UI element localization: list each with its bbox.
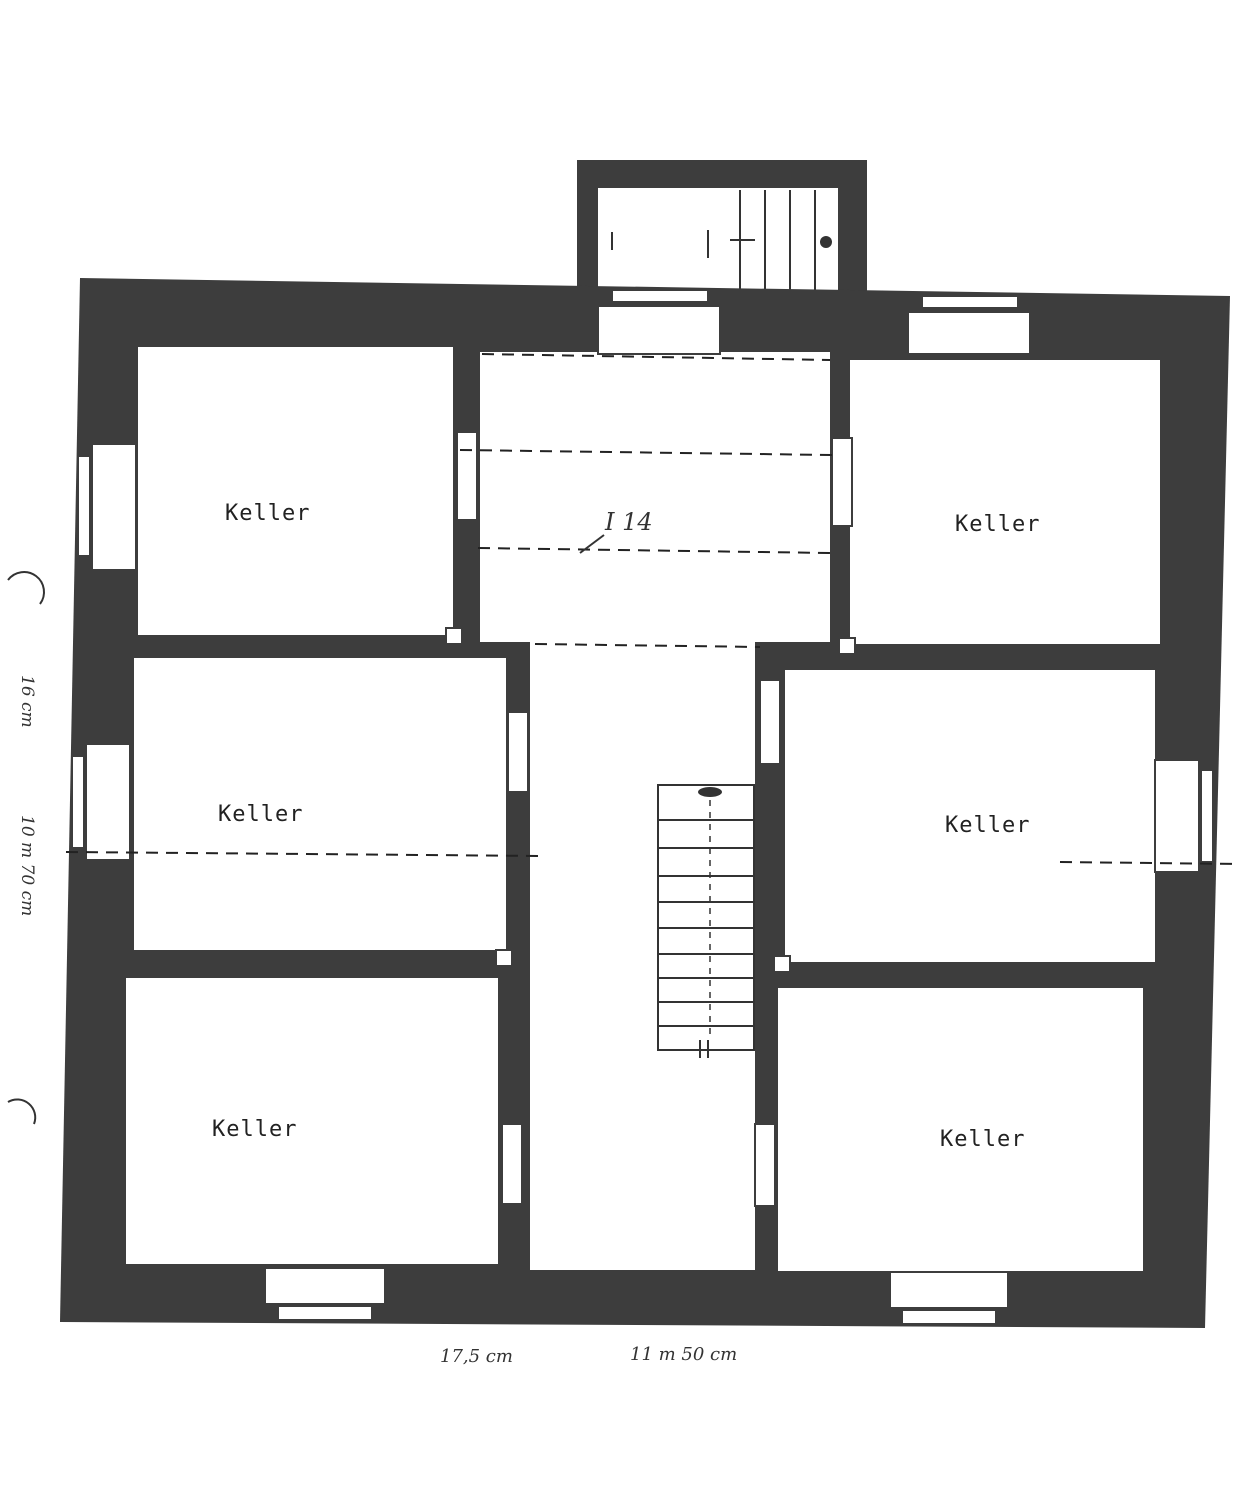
margin-mark-upper [7,571,45,605]
room-label-bottom-left: Keller [212,1117,297,1142]
room-top-right [850,360,1160,644]
room-top-left [138,347,453,635]
room-label-top-right: Keller [955,512,1040,537]
main-staircase [657,784,755,1058]
entrance-annex-interior [598,188,838,290]
annotation-left-upper: 16 cm [17,675,37,728]
room-label-middle-left: Keller [218,802,303,827]
annotation-bottom-left: 17,5 cm [440,1346,513,1367]
room-bottom-left [126,978,498,1264]
corridor-label: I 14 [604,508,653,536]
entrance-steps [611,190,832,290]
room-middle-left [134,658,506,950]
stair-hall [480,352,830,642]
room-label-bottom-right: Keller [940,1127,1025,1152]
openings [71,289,1214,1325]
room-bottom-right [778,988,1143,1271]
room-label-top-left: Keller [225,501,310,526]
margin-mark-lower [7,1098,37,1125]
annotation-bottom-right: 11 m 50 cm [630,1344,737,1365]
annotation-left-lower: 10 m 70 cm [17,815,37,916]
room-label-middle-right: Keller [945,813,1030,838]
room-middle-right [785,670,1155,962]
dashed-lines [65,353,1240,865]
